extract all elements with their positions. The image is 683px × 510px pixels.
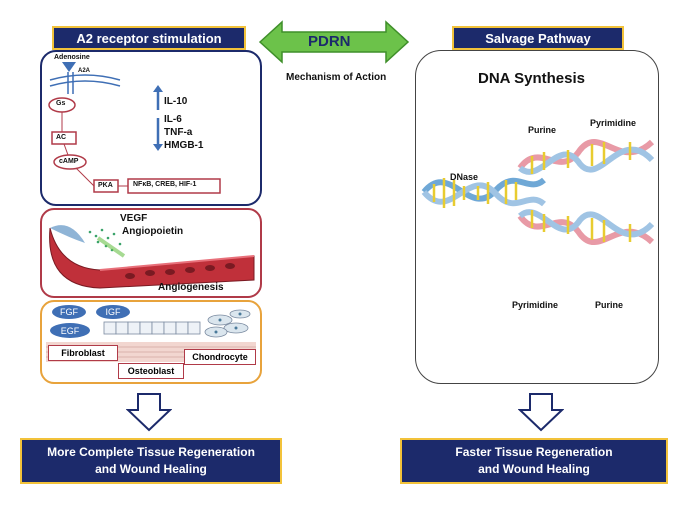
- pka-label: PKA: [98, 182, 113, 189]
- pdrn-double-arrow-icon: [258, 20, 410, 64]
- left-down-arrow-icon: [126, 393, 172, 432]
- ac-label: AC: [56, 134, 67, 141]
- chondrocyte-box: Chondrocyte: [184, 349, 256, 365]
- cytokine-down-item: HMGB-1: [164, 140, 204, 151]
- osteoblast-box: Osteoblast: [118, 363, 184, 379]
- left-title-box: A2 receptor stimulation: [52, 26, 246, 50]
- purine-top-label: Purine: [528, 125, 557, 135]
- egf-badge: EGF: [50, 323, 90, 338]
- angiopoietin-label: Angiopoietin: [122, 226, 184, 237]
- right-outcome-line1: Faster Tissue Regeneration: [455, 445, 613, 459]
- mechanism-label: Mechanism of Action: [286, 72, 387, 83]
- blood-vessel-illustration: [49, 225, 255, 289]
- transcription-factors-label: NFκB, CREB, HIF-1: [133, 181, 197, 188]
- left-outcome-line1: More Complete Tissue Regeneration: [47, 445, 255, 459]
- left-outcome-box: More Complete Tissue Regeneration and Wo…: [20, 438, 282, 484]
- signaling-cascade-diagram: [48, 62, 221, 194]
- left-outcome-line2: and Wound Healing: [95, 462, 207, 476]
- right-title: Salvage Pathway: [485, 30, 591, 46]
- right-outcome-box: Faster Tissue Regeneration and Wound Hea…: [400, 438, 668, 484]
- fgf-badge: FGF: [52, 305, 86, 319]
- left-title: A2 receptor stimulation: [76, 30, 222, 46]
- cytokine-up-item: IL-10: [164, 96, 188, 107]
- angiogenesis-label: Angiogenesis: [158, 282, 224, 293]
- pyrimidine-bottom-label: Pyrimidine: [512, 300, 559, 310]
- right-outcome-line2: and Wound Healing: [478, 462, 590, 476]
- dna-synthesis-title: DNA Synthesis: [478, 70, 585, 87]
- dna-double-helix-illustration: [421, 139, 655, 245]
- igf-badge: IGF: [96, 305, 130, 319]
- pyrimidine-top-label: Pyrimidine: [590, 118, 637, 128]
- adenosine-label: Adenosine: [54, 54, 90, 61]
- cytokine-down-item: TNF-a: [164, 127, 193, 138]
- camp-label: cAMP: [59, 158, 79, 165]
- fibroblast-box: Fibroblast: [48, 345, 118, 361]
- right-down-arrow-icon: [518, 393, 564, 432]
- pdrn-label: PDRN: [308, 33, 351, 50]
- dnase-label: DNase: [450, 172, 479, 182]
- a2a-receptor-label: A2A: [78, 68, 91, 74]
- purine-bottom-label: Purine: [595, 300, 624, 310]
- gs-label: Gs: [56, 100, 66, 107]
- vegf-label: VEGF: [120, 213, 148, 224]
- right-title-box: Salvage Pathway: [452, 26, 624, 50]
- cytokine-down-item: IL-6: [164, 114, 182, 125]
